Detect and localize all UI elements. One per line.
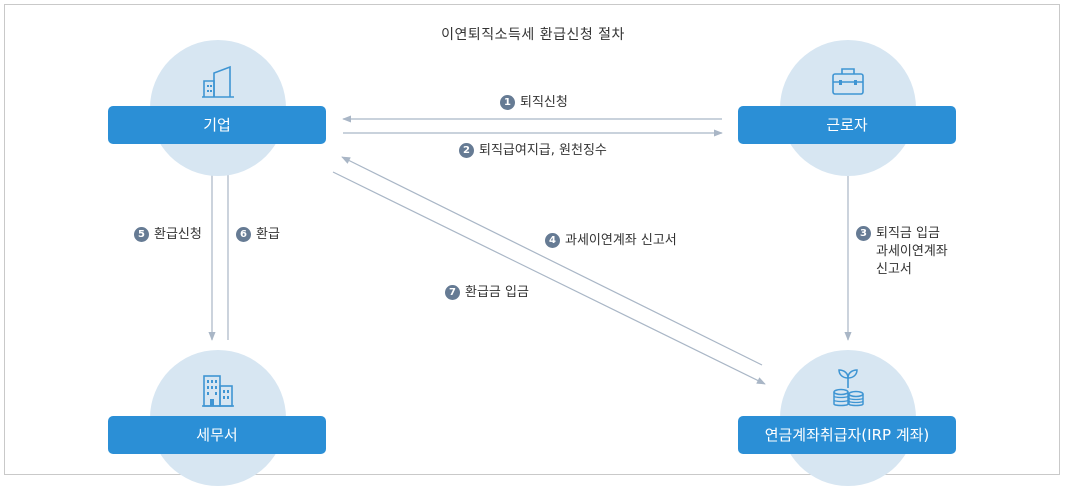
step-5-text: 환급신청 bbox=[154, 227, 202, 242]
step-1-label: 1 퇴직신청 bbox=[500, 94, 568, 111]
building-icon bbox=[202, 65, 234, 98]
step-7-text: 환급금 입금 bbox=[465, 285, 529, 300]
step-2-badge: 2 bbox=[459, 143, 474, 158]
step-3-line-2: 과세이연계좌 bbox=[876, 244, 948, 259]
briefcase-icon bbox=[832, 68, 864, 95]
step-7-label: 7 환급금 입금 bbox=[445, 284, 529, 301]
step-6-text: 환급 bbox=[256, 227, 280, 242]
step-7-badge: 7 bbox=[445, 285, 460, 300]
step-3-text: 퇴직금 입금 과세이연계좌 신고서 bbox=[876, 225, 948, 279]
step-1-badge: 1 bbox=[500, 95, 515, 110]
tax-office-node: 세무서 bbox=[108, 416, 326, 454]
step-3-line-3: 신고서 bbox=[876, 262, 912, 277]
step-6-badge: 6 bbox=[236, 227, 251, 242]
step-4-text: 과세이연계좌 신고서 bbox=[565, 233, 677, 248]
step-3-label: 3 퇴직금 입금 과세이연계좌 신고서 bbox=[856, 225, 948, 279]
diagram-title: 이연퇴직소득세 환급신청 절차 bbox=[441, 27, 625, 43]
step-3-badge: 3 bbox=[856, 226, 871, 241]
step-2-text: 퇴직급여지급, 원천징수 bbox=[479, 143, 607, 158]
step-2-label: 2 퇴직급여지급, 원천징수 bbox=[459, 142, 607, 159]
office-building-icon bbox=[202, 375, 234, 407]
step-1-text: 퇴직신청 bbox=[520, 95, 568, 110]
worker-node: 근로자 bbox=[738, 106, 956, 144]
step-4-badge: 4 bbox=[545, 233, 560, 248]
company-node: 기업 bbox=[108, 106, 326, 144]
diagram-frame bbox=[4, 4, 1060, 475]
step-6-label: 6 환급 bbox=[236, 226, 280, 243]
coins-plant-icon bbox=[833, 369, 864, 407]
step-3-line-1: 퇴직금 입금 bbox=[876, 226, 940, 241]
step-5-badge: 5 bbox=[134, 227, 149, 242]
step-4-label: 4 과세이연계좌 신고서 bbox=[545, 232, 677, 249]
arrow-step-7 bbox=[332, 171, 766, 385]
step-5-label: 5 환급신청 bbox=[134, 226, 202, 243]
pension-node: 연금계좌취급자(IRP 계좌) bbox=[738, 416, 956, 454]
arrow-step-4 bbox=[341, 156, 763, 366]
